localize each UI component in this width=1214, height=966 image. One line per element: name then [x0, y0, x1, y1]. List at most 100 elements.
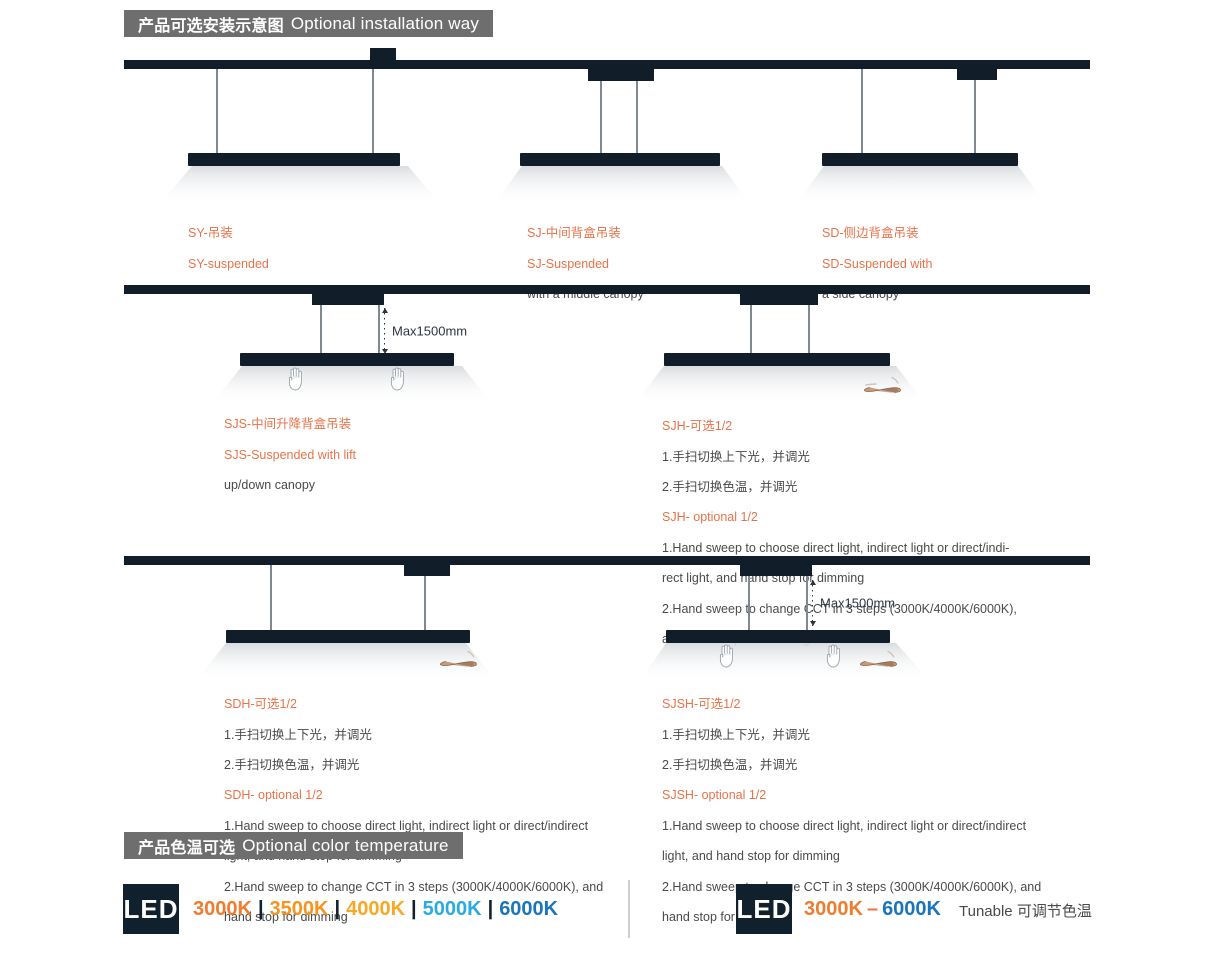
caption-sj-line-0: SJ-中间背盒吊装: [527, 226, 621, 241]
light-fixture-sjh: [664, 353, 890, 366]
canopy-sjs-lift: [312, 294, 384, 305]
light-beam-sj: [494, 166, 750, 204]
light-beam-sjh: [634, 366, 926, 404]
caption-sdh-line-7: hand stop for dimming: [224, 910, 348, 925]
caption-sjsh-line-5: light, and hand stop for dimming: [662, 849, 840, 864]
caption-sjsh-line-0: SJSH-可选1/2: [662, 697, 741, 712]
cct-value-5000K: 5000K: [422, 897, 482, 920]
wire-sj-left: [600, 81, 602, 153]
dimension-label-sjs: Max1500mm: [392, 323, 468, 339]
led-badge-fixed: LED: [123, 884, 179, 934]
caption-sjh-line-5: rect light, and hand stop for dimming: [662, 571, 865, 586]
caption-sy-line-0: SY-吊装: [188, 226, 233, 241]
section-header-installation: 产品可选安装示意图 Optional installation way: [124, 10, 494, 37]
hand-sweep-icon-sjsh: [858, 648, 906, 679]
led-badge-fixed-label: LED: [123, 893, 179, 924]
light-fixture-sdh: [226, 630, 470, 643]
caption-sjh-line-3: SJH- optional 1/2: [662, 510, 758, 525]
wire-sdh-right: [424, 576, 426, 630]
hand-up-icon-sjs-left: [288, 366, 304, 397]
cct-tunable-low: 3000K: [804, 897, 863, 920]
light-beam-sjsh: [640, 643, 930, 681]
light-fixture-sjsh: [666, 630, 890, 643]
cct-value-3500K: 3500K: [269, 897, 329, 920]
ceiling-line-row2: [124, 285, 1090, 294]
hand-up-icon-sjsh-right: [826, 643, 842, 674]
cct-value-3000K: 3000K: [193, 897, 252, 920]
dimension-arrow-up-sjs: [381, 308, 388, 313]
wire-sd-left: [861, 69, 863, 153]
section-header-cct: 产品色温可选 Optional color temperature: [124, 832, 463, 859]
caption-sjh-line-2: 2.手扫切换色温，并调光: [662, 480, 798, 495]
caption-sdh-line-3: SDH- optional 1/2: [224, 788, 323, 803]
light-fixture-sjs: [240, 353, 454, 366]
caption-sjh-line-4: 1.Hand sweep to choose direct light, ind…: [662, 540, 1010, 555]
dimension-arrow-up-sjsh: [809, 580, 816, 585]
cct-tunable-dash: –: [866, 897, 879, 920]
caption-sdh-line-4: 1.Hand sweep to choose direct light, ind…: [224, 818, 589, 833]
wire-sdh-left: [270, 565, 272, 630]
wire-sjsh-right: [806, 576, 808, 630]
light-beam-sd: [796, 166, 1046, 204]
light-beam-sdh: [196, 643, 496, 681]
light-beam-sjs: [212, 366, 492, 404]
canopy-sjsh-lift: [740, 565, 812, 576]
light-fixture-sy: [188, 153, 400, 166]
caption-sjs-line-0: SJS-中间升降背盒吊装: [224, 417, 352, 432]
wire-sy-right: [372, 69, 374, 153]
hand-sweep-icon-sjh: [862, 374, 910, 405]
light-fixture-sd: [822, 153, 1018, 166]
dimension-label-sjsh: Max1500mm: [820, 595, 896, 611]
cct-tunable-high: 6000K: [882, 897, 941, 920]
light-fixture-sj: [520, 153, 720, 166]
caption-sj-line-1: SJ-Suspended: [527, 256, 610, 271]
dimension-arrow-down-sjs: [381, 349, 388, 354]
dimension-dots-sjsh: [812, 580, 813, 626]
section-header-cct-cn: 产品色温可选: [138, 837, 236, 857]
caption-sjh-line-0: SJH-可选1/2: [662, 419, 733, 434]
cct-value-6000K: 6000K: [499, 897, 559, 920]
dimension-arrow-down-sjsh: [809, 621, 816, 626]
caption-sjsh-line-2: 2.手扫切换色温，并调光: [662, 758, 798, 773]
wire-sjsh-left: [748, 576, 750, 630]
ceiling-line-row3: [124, 556, 1090, 565]
hand-up-icon-sjsh-left: [719, 643, 735, 674]
led-badge-tunable-label: LED: [736, 893, 792, 924]
canopy-sj-middle: [588, 69, 654, 81]
caption-sy: SY-吊装 SY-suspended: [188, 211, 488, 287]
cct-value-4000K: 4000K: [346, 897, 406, 920]
cct-separator: |: [487, 897, 494, 920]
light-beam-sy: [160, 166, 440, 204]
section-header-installation-cn: 产品可选安装示意图: [138, 15, 284, 35]
caption-sjh-line-6: 2.Hand sweep to change CCT in 3 steps (3…: [662, 601, 1017, 616]
caption-sdh-line-1: 1.手扫切换上下光，并调光: [224, 727, 372, 742]
wire-sjh-right: [808, 305, 810, 353]
caption-sjsh-line-1: 1.手扫切换上下光，并调光: [662, 727, 810, 742]
section-header-installation-en: Optional installation way: [290, 13, 480, 33]
wire-sd-right: [974, 80, 976, 153]
cct-divider: [628, 880, 630, 938]
hand-up-icon-sjs-right: [390, 366, 406, 397]
caption-sd-line-0: SD-侧边背盒吊装: [822, 226, 919, 241]
caption-sj: SJ-中间背盒吊装 SJ-Suspended with a middle can…: [527, 211, 827, 317]
wire-sj-right: [636, 81, 638, 153]
cct-tunable-note: Tunable 可调节色温: [959, 903, 1092, 920]
dimension-dots-sjs: [384, 308, 385, 354]
wire-sjh-left: [750, 305, 752, 353]
caption-sd-line-1: SD-Suspended with: [822, 256, 933, 271]
canopy-sjh-middle: [740, 294, 818, 305]
caption-sjs-line-1: SJS-Suspended with lift: [224, 447, 357, 462]
caption-sjs: SJS-中间升降背盒吊装 SJS-Suspended with lift up/…: [224, 402, 524, 508]
cct-value-list: 3000K|3500K|4000K|5000K|6000K: [192, 884, 559, 934]
section-header-cct-en: Optional color temperature: [242, 835, 449, 855]
cct-separator: |: [257, 897, 264, 920]
caption-sdh-line-2: 2.手扫切换色温，并调光: [224, 758, 360, 773]
cct-tunable-range: 3000K – 6000K: [804, 884, 941, 934]
caption-sd: SD-侧边背盒吊装 SD-Suspended with a side canop…: [822, 211, 1122, 317]
cct-separator: |: [411, 897, 417, 920]
led-badge-tunable: LED: [736, 884, 792, 934]
ceiling-line-row1: [124, 60, 1090, 69]
wire-sy-left: [216, 69, 218, 153]
caption-sjh: SJH-可选1/2 1.手扫切换上下光，并调光 2.手扫切换色温，并调光 SJH…: [662, 404, 1042, 662]
